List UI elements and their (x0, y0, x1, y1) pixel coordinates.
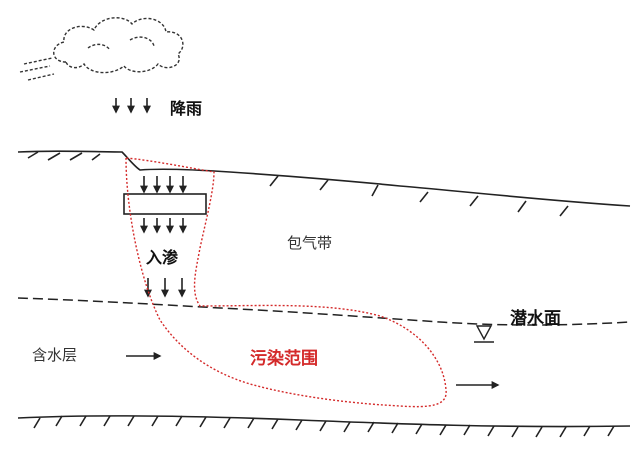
infiltration-arrows-icon (140, 176, 187, 234)
rainfall-label: 降雨 (170, 99, 203, 118)
infiltration-label: 入渗 (146, 248, 179, 267)
cloud-icon (19, 17, 184, 81)
vadose-zone-label: 包气带 (287, 234, 333, 252)
aquifer-label: 含水层 (32, 346, 78, 364)
water-table-line (17, 297, 631, 326)
water-table-label: 潜水面 (510, 309, 561, 329)
ground-surface (17, 150, 631, 217)
aquifer-bottom (17, 415, 631, 438)
pollution-plume (125, 157, 447, 408)
rain-arrows-icon (112, 98, 151, 114)
pollution-source-box (123, 193, 207, 215)
infiltration-arrows-lower-icon (144, 278, 186, 298)
flow-arrow-icon (126, 352, 500, 389)
water-table-marker-icon (474, 325, 494, 343)
pollution-range-label: 污染范围 (250, 349, 318, 369)
